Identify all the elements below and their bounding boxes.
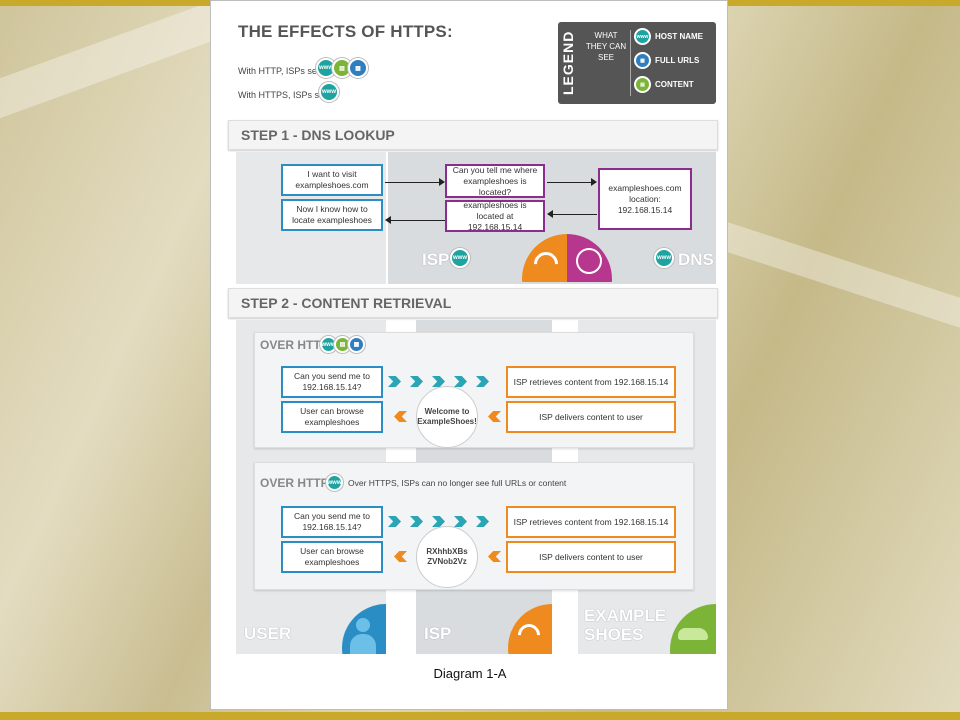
isp-dns-badge [522, 234, 612, 282]
step1-title: STEP 1 - DNS LOOKUP [241, 127, 395, 143]
chevron-right-icon [388, 516, 401, 527]
chevron-right-icon [432, 516, 445, 527]
legend-item: ▤ CONTENT [634, 76, 694, 93]
page-icon: ▤ [634, 76, 651, 93]
isp-answer-box: exampleshoes is located at 192.168.15.14 [445, 200, 545, 232]
https-sees-label: With HTTPS, ISPs see: [238, 90, 332, 100]
encrypted-bubble: RXhhbXBs ZVNob2Vz [416, 526, 478, 588]
shop-column-label: EXAMPLE SHOES [584, 606, 667, 644]
dns-label: DNS [678, 250, 714, 269]
arrow-line [385, 182, 441, 183]
sitemap-icon: ▦ [348, 58, 368, 78]
shop-badge [670, 604, 716, 654]
chevron-right-icon [388, 376, 401, 387]
arrow-right-icon [439, 178, 445, 186]
legend-subtitle: WHAT THEY CAN SEE [585, 31, 627, 62]
https-title: OVER HTTPS [260, 476, 337, 490]
https-note: Over HTTPS, ISPs can no longer see full … [348, 478, 567, 488]
arrow-line [553, 214, 597, 215]
isp-retrieve-box: ISP retrieves content from 192.168.15.14 [506, 366, 676, 398]
user-send-box: Can you send me to 192.168.15.14? [281, 506, 383, 538]
globe-www-icon: www [654, 248, 674, 268]
user-browse-box: User can browse exampleshoes [281, 541, 383, 573]
globe-www-icon: www [326, 474, 343, 491]
isp-badge [508, 604, 552, 654]
legend-item: www HOST NAME [634, 28, 703, 45]
globe-www-icon: www [634, 28, 651, 45]
chevron-right-icon [476, 376, 489, 387]
legend: LEGEND WHAT THEY CAN SEE www HOST NAME ▦… [558, 22, 716, 104]
chevron-right-icon [410, 516, 423, 527]
globe-www-icon: www [450, 248, 470, 268]
dns-record-box: exampleshoes.com location: 192.168.15.14 [598, 168, 692, 230]
isp-deliver-box: ISP delivers content to user [506, 541, 676, 573]
step1-header: STEP 1 - DNS LOOKUP [228, 120, 718, 150]
content-bubble: Welcome to ExampleShoes! [416, 386, 478, 448]
chevron-right-icon [454, 376, 467, 387]
user-know-box: Now I know how to locate exampleshoes [281, 199, 383, 231]
isp-column-label: ISP [424, 624, 452, 643]
isp-label: ISP [422, 250, 450, 269]
user-column-label: USER [244, 624, 292, 643]
infographic-title: THE EFFECTS OF HTTPS: [238, 22, 453, 41]
globe-icon [576, 248, 602, 274]
chevron-right-icon [454, 516, 467, 527]
step2-header: STEP 2 - CONTENT RETRIEVAL [228, 288, 718, 318]
sitemap-icon: ▦ [348, 336, 365, 353]
shoe-icon [678, 628, 708, 640]
legend-item-label: FULL URLS [655, 56, 700, 65]
sitemap-icon: ▦ [634, 52, 651, 69]
http-title: OVER HTTP [260, 338, 329, 352]
user-send-box: Can you send me to 192.168.15.14? [281, 366, 383, 398]
arrow-line [391, 220, 445, 221]
legend-item-label: HOST NAME [655, 32, 703, 41]
person-icon [356, 618, 370, 632]
legend-divider [630, 30, 631, 96]
bottom-accent-bar [0, 712, 960, 720]
diagram-caption: Diagram 1-A [433, 666, 507, 681]
legend-title: LEGEND [560, 30, 576, 96]
chevron-right-icon [476, 516, 489, 527]
isp-ask-box: Can you tell me where exampleshoes is lo… [445, 164, 545, 198]
arrow-right-icon [591, 178, 597, 186]
arrow-line [547, 182, 593, 183]
chevron-left-icon [488, 411, 501, 422]
globe-www-icon: www [319, 82, 339, 102]
infographic: THE EFFECTS OF HTTPS: With HTTP, ISPs se… [218, 6, 722, 696]
user-browse-box: User can browse exampleshoes [281, 401, 383, 433]
user-badge [342, 604, 386, 654]
chevron-left-icon [488, 551, 501, 562]
chevron-left-icon [394, 551, 407, 562]
chevron-right-icon [432, 376, 445, 387]
isp-retrieve-box: ISP retrieves content from 192.168.15.14 [506, 506, 676, 538]
legend-item: ▦ FULL URLS [634, 52, 699, 69]
arrow-left-icon [547, 210, 553, 218]
legend-item-label: CONTENT [655, 80, 694, 89]
http-sees-label: With HTTP, ISPs see: [238, 66, 325, 76]
chevron-right-icon [410, 376, 423, 387]
user-visit-box: I want to visit exampleshoes.com [281, 164, 383, 196]
isp-deliver-box: ISP delivers content to user [506, 401, 676, 433]
arrow-left-icon [385, 216, 391, 224]
step2-title: STEP 2 - CONTENT RETRIEVAL [241, 295, 452, 311]
chevron-left-icon [394, 411, 407, 422]
